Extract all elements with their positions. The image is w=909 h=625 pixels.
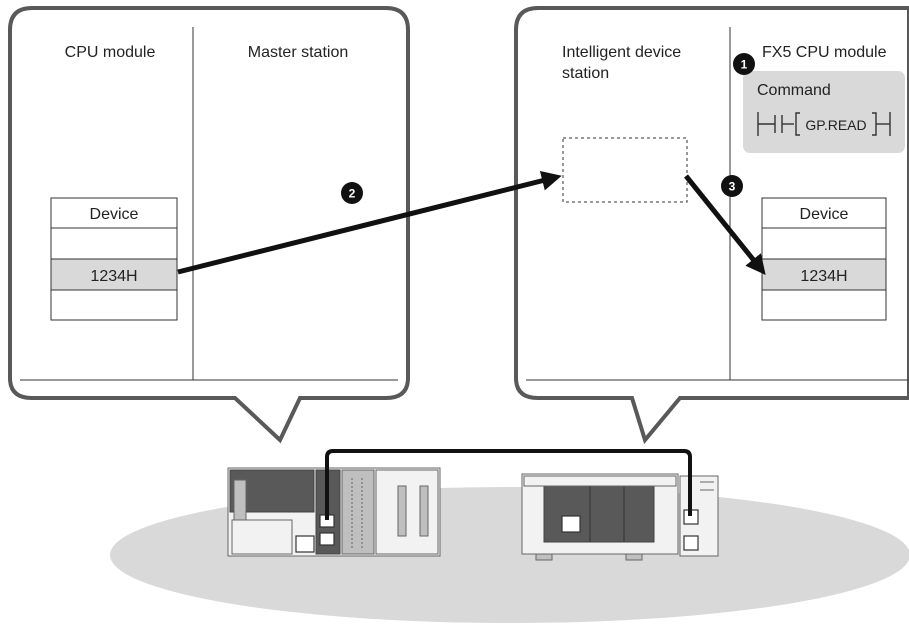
instruction-label: GP.READ	[805, 117, 866, 133]
cc-link-master-plc-icon	[227, 467, 441, 557]
right-device-header: Device	[800, 206, 849, 223]
step-badge-2: 2	[341, 182, 363, 204]
fx5-cpu-plc-icon	[521, 473, 719, 561]
right-device-value: 1234H	[800, 268, 847, 285]
transfer-arrow-3	[684, 174, 766, 276]
left-callout-bubble: CPU module Master station Device 1234H	[8, 6, 410, 444]
left-device-value: 1234H	[90, 268, 137, 285]
intelligent-station-title-line2: station	[562, 65, 609, 82]
right-callout-bubble: Intelligent device station FX5 CPU modul…	[514, 6, 909, 445]
intelligent-station-title-line1: Intelligent device	[562, 44, 681, 61]
network-cable	[325, 449, 692, 520]
svg-text:3: 3	[729, 180, 736, 194]
left-device-header: Device	[90, 206, 139, 223]
master-station-title: Master station	[248, 44, 348, 61]
step-badge-1: 1	[733, 53, 755, 75]
svg-text:2: 2	[349, 187, 356, 201]
command-box: Command GP.READ	[743, 71, 905, 153]
step-badge-3: 3	[721, 175, 743, 197]
transfer-arrow-2	[177, 170, 562, 275]
fx5-cpu-title: FX5 CPU module	[762, 44, 887, 61]
svg-text:1: 1	[741, 58, 748, 72]
left-device-table: Device 1234H	[50, 197, 178, 321]
cpu-module-title: CPU module	[65, 44, 156, 61]
command-label: Command	[757, 82, 831, 99]
buffer-memory-box	[562, 137, 688, 203]
right-device-table: Device 1234H	[761, 197, 887, 321]
ladder-contact-icon	[757, 112, 891, 136]
